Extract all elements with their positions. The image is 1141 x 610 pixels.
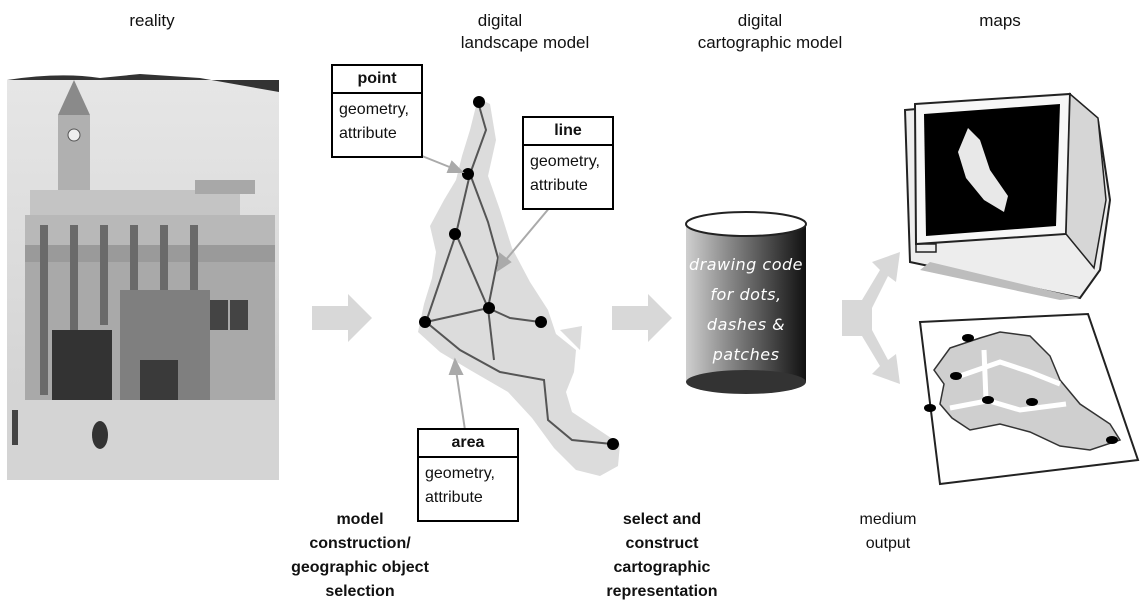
line-box: line geometry, attribute [522,116,614,210]
label-pointers [411,151,557,431]
point-box-line2: attribute [339,125,397,142]
area-box-body: geometry, attribute [419,458,517,514]
cylinder-label: drawing code for dots, dashes & patches [680,250,812,370]
header-dcm-line2: cartographic model [697,33,843,52]
area-box: area geometry, attribute [417,428,519,522]
area-box-line2: attribute [425,489,483,506]
point-box-title: point [333,66,421,94]
caption-medium-line2: output [865,535,911,552]
reality-photo [7,74,279,480]
area-box-line1: geometry, [425,465,495,482]
header-reality: reality [129,11,175,30]
point-box-body: geometry, attribute [333,94,421,150]
caption-model-line4: selection [325,583,395,600]
caption-medium-line1: medium [859,511,917,528]
line-box-line2: attribute [530,177,588,194]
data-cylinder [685,211,807,394]
landscape-map [418,96,620,476]
caption-select-line1: select and [622,511,702,528]
arrow-split-to-outputs [842,252,900,384]
caption-model-line3: geographic object [291,559,429,576]
line-box-title: line [524,118,612,146]
header-digital-landscape-model: digital landscape model [400,10,600,54]
header-dlm-line1: digital [477,11,523,30]
cylinder-line1: drawing code [688,255,804,274]
header-dlm-line2: landscape model [460,33,590,52]
arrow-reality-to-dlm [312,294,372,342]
cylinder-line2: for dots, [710,285,782,304]
caption-select-line4: representation [606,583,718,600]
cylinder-line3: dashes & [706,315,786,334]
caption-select-line2: construct [625,535,699,552]
cylinder-line4: patches [712,345,780,364]
caption-select-construct: select and construct cartographic repres… [562,508,762,604]
area-box-title: area [419,430,517,458]
line-box-line1: geometry, [530,153,600,170]
line-box-body: geometry, attribute [524,146,612,202]
monitor-output [903,92,1112,300]
caption-model-line2: construction/ [309,535,411,552]
header-maps: maps [979,11,1021,30]
paper-map-output [918,312,1140,486]
caption-medium-output: medium output [838,508,938,556]
caption-model-construction: model construction/ geographic object se… [260,508,460,604]
point-box-line1: geometry, [339,101,409,118]
caption-select-line3: cartographic [613,559,711,576]
header-dcm-line1: digital [737,11,783,30]
point-box: point geometry, attribute [331,64,423,158]
header-digital-cartographic-model: digital cartographic model [660,10,860,54]
caption-model-line1: model [336,511,384,528]
arrow-dlm-to-dcm [612,294,672,342]
